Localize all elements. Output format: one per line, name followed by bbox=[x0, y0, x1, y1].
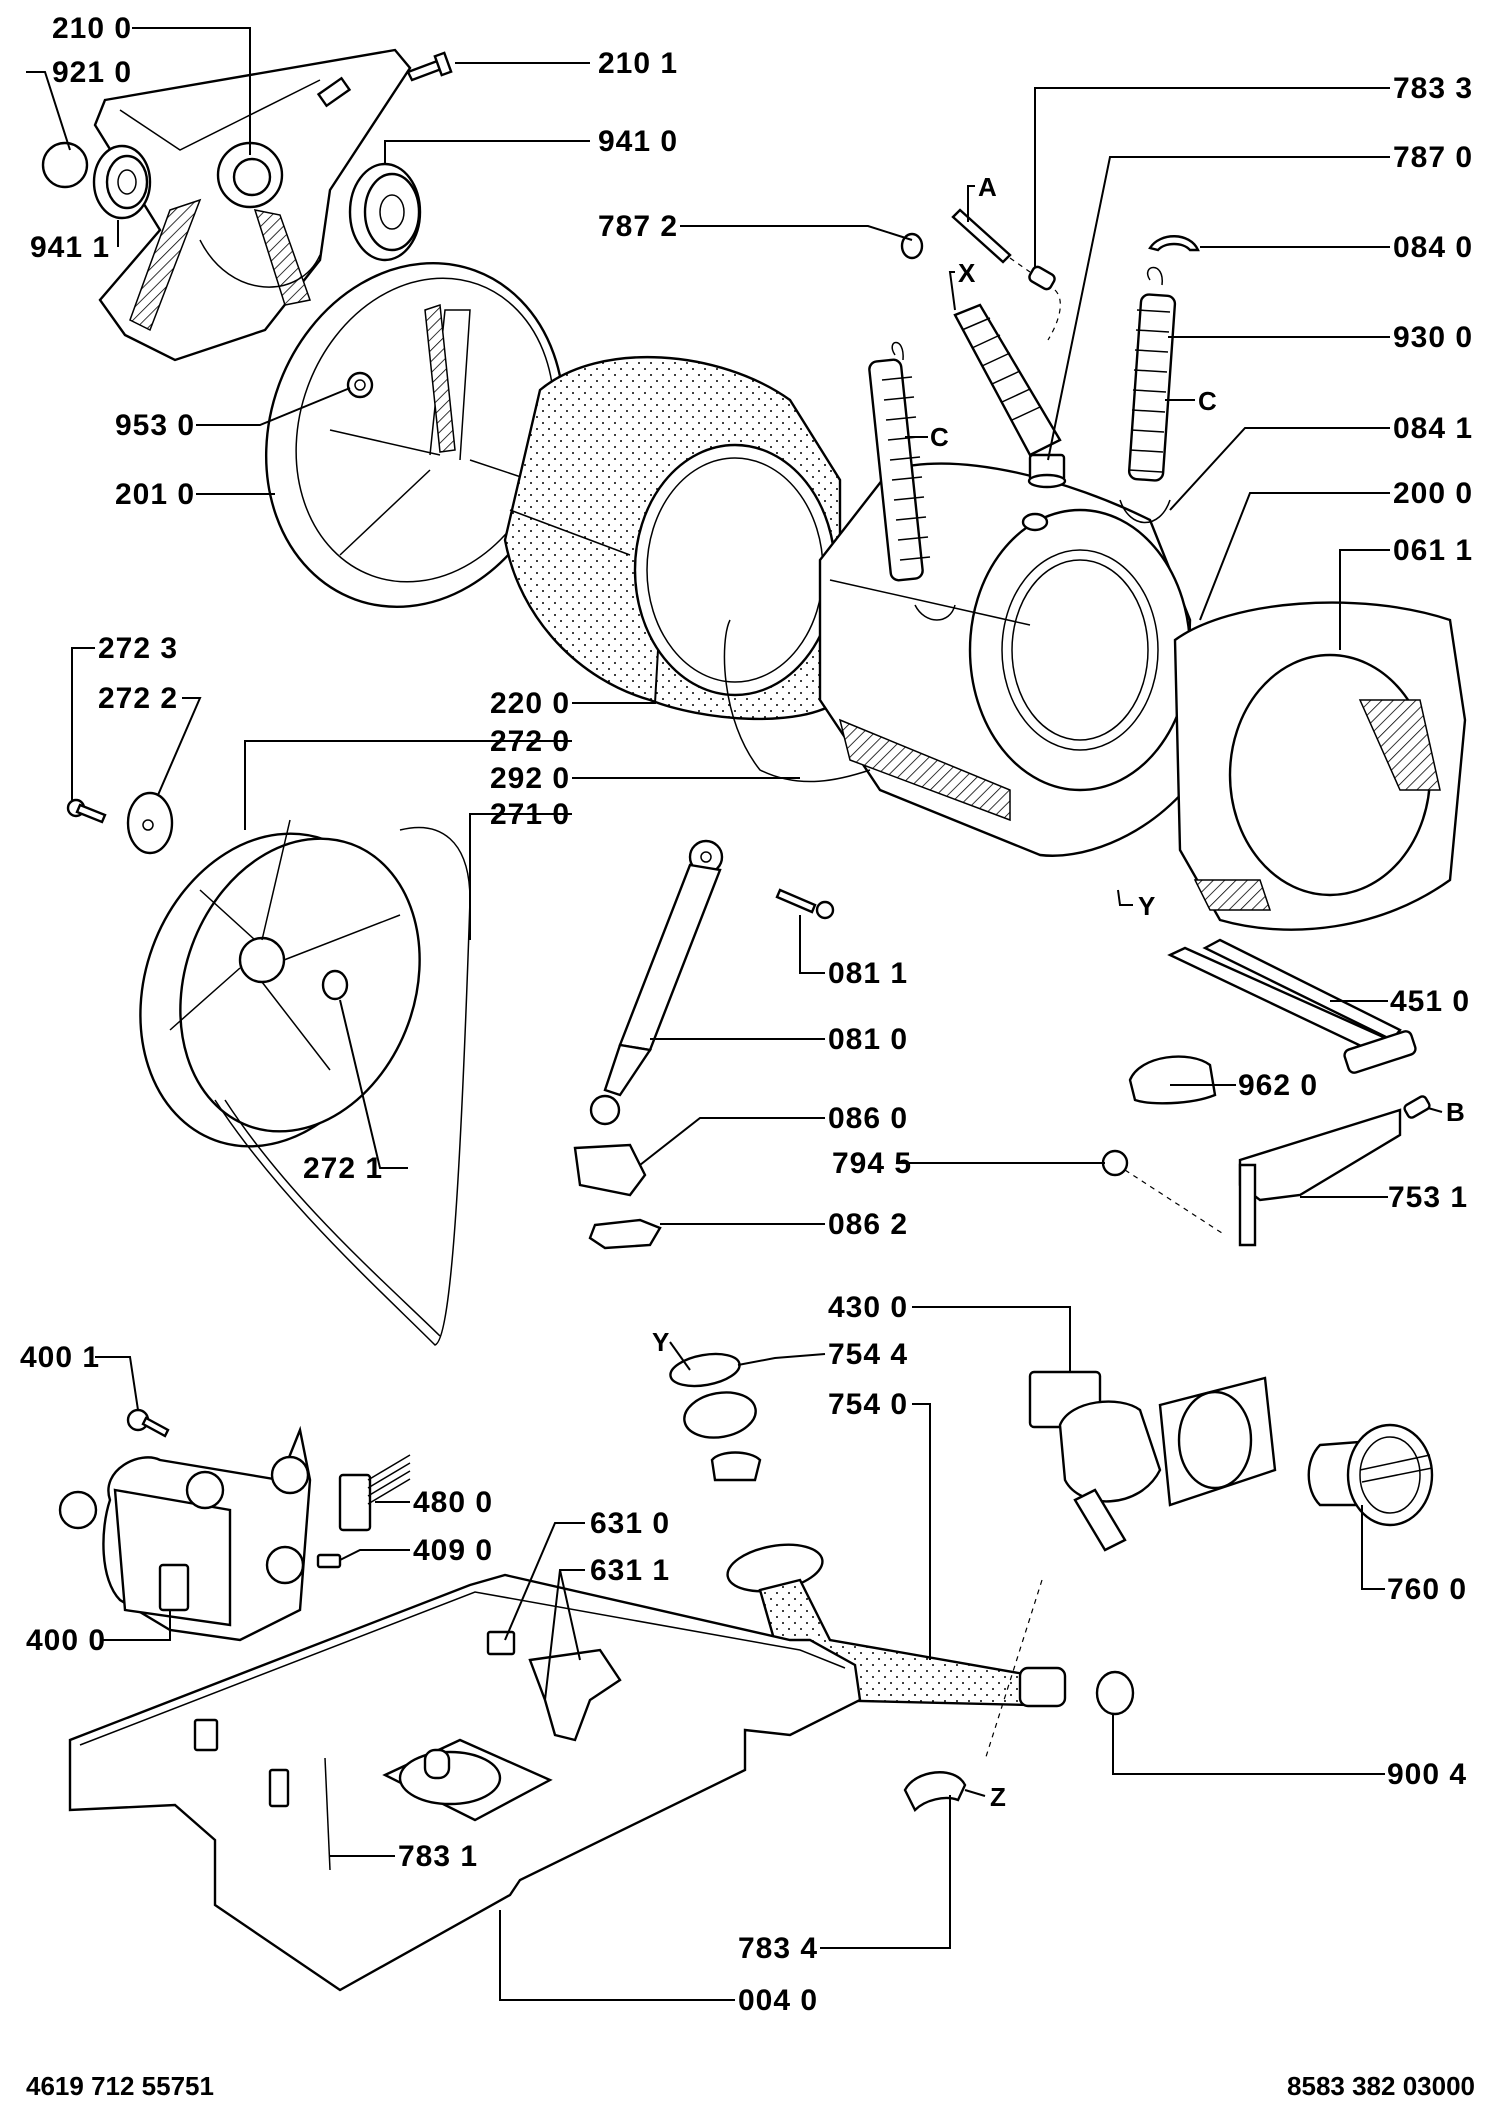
label-794-5: 794 5 bbox=[832, 1147, 912, 1180]
shock-absorber-part bbox=[589, 839, 724, 1126]
label-220-0: 220 0 bbox=[490, 687, 570, 720]
pump-filter-part bbox=[1307, 1423, 1434, 1527]
label-004-0: 004 0 bbox=[738, 1984, 818, 2017]
label-272-1: 272 1 bbox=[303, 1152, 383, 1185]
ref-letter-c-right: C bbox=[1198, 386, 1217, 416]
shock-bracket-part bbox=[573, 1143, 647, 1197]
base-clip-part bbox=[486, 1630, 516, 1656]
motor-connector-part bbox=[338, 1454, 411, 1532]
ntc-sensor-part bbox=[1101, 1149, 1129, 1177]
label-271-0: 271 0 bbox=[490, 798, 570, 831]
reference-letters: A X C C B Y Y Z bbox=[652, 172, 1465, 1812]
label-753-1: 753 1 bbox=[1388, 1181, 1468, 1214]
hose-clip-part bbox=[900, 232, 924, 260]
ref-letter-z: Z bbox=[990, 1782, 1006, 1812]
label-921-0: 921 0 bbox=[52, 56, 132, 89]
label-783-1: 783 1 bbox=[398, 1840, 478, 1873]
ref-letter-b: B bbox=[1446, 1097, 1465, 1127]
drain-pump-part bbox=[1028, 1370, 1277, 1552]
label-941-1: 941 1 bbox=[30, 231, 110, 264]
label-061-1: 061 1 bbox=[1393, 534, 1473, 567]
suspension-spring-left-part bbox=[868, 341, 956, 621]
hose-clamp-part bbox=[1095, 1670, 1135, 1716]
label-631-0: 631 0 bbox=[590, 1507, 670, 1540]
suspension-spring-right-part bbox=[1119, 266, 1177, 524]
label-081-1: 081 1 bbox=[828, 957, 908, 990]
label-272-0: 272 0 bbox=[490, 725, 570, 758]
pulley-hub-part bbox=[321, 969, 349, 1001]
ref-letter-c-left: C bbox=[930, 422, 949, 452]
base-hook-part bbox=[528, 1648, 622, 1742]
drive-belt-part bbox=[214, 826, 471, 1346]
motor-part bbox=[58, 1425, 312, 1642]
label-760-0: 760 0 bbox=[1387, 1573, 1467, 1606]
label-754-0: 754 0 bbox=[828, 1388, 908, 1421]
label-081-0: 081 0 bbox=[828, 1023, 908, 1056]
ref-letter-y-tub: Y bbox=[1138, 891, 1155, 921]
label-272-3: 272 3 bbox=[98, 632, 178, 665]
label-930-0: 930 0 bbox=[1393, 321, 1473, 354]
label-953-0: 953 0 bbox=[115, 409, 195, 442]
label-941-0: 941 0 bbox=[598, 125, 678, 158]
label-084-0: 084 0 bbox=[1393, 231, 1473, 264]
pulley-washer-part bbox=[126, 791, 174, 855]
label-400-1: 400 1 bbox=[20, 1341, 100, 1374]
rear-tub-part bbox=[264, 262, 591, 608]
bearing-large-part bbox=[348, 162, 422, 262]
label-900-4: 900 4 bbox=[1387, 1758, 1467, 1791]
drum-pulley-part bbox=[139, 819, 421, 1148]
label-451-0: 451 0 bbox=[1390, 985, 1470, 1018]
base-plate-part bbox=[68, 1573, 862, 1992]
footer-document-code-left: 4619 712 55751 bbox=[26, 2071, 214, 2101]
drum-spider-part bbox=[93, 48, 412, 362]
heater-seal-part bbox=[1128, 1055, 1217, 1105]
screw-part bbox=[406, 51, 453, 82]
motor-screw-part bbox=[126, 1408, 170, 1438]
label-086-0: 086 0 bbox=[828, 1102, 908, 1135]
label-210-0: 210 0 bbox=[52, 12, 132, 45]
shock-clip-part bbox=[588, 1218, 662, 1250]
label-631-1: 631 1 bbox=[590, 1554, 670, 1587]
ref-letter-a: A bbox=[978, 172, 997, 202]
ref-letter-y-hose: Y bbox=[652, 1327, 669, 1357]
label-754-4: 754 4 bbox=[828, 1338, 908, 1371]
label-086-2: 086 2 bbox=[828, 1208, 908, 1241]
part-labels: 210 0 921 0 941 1 210 1 941 0 787 2 953 … bbox=[20, 12, 1473, 2017]
label-400-0: 400 0 bbox=[26, 1624, 106, 1657]
leader-lines bbox=[26, 27, 1443, 2001]
small-hose-part bbox=[903, 1771, 967, 1813]
tub-wire-part bbox=[723, 619, 871, 783]
outer-tub-part bbox=[818, 462, 1192, 857]
label-783-4: 783 4 bbox=[738, 1932, 818, 1965]
heating-element-part bbox=[1167, 938, 1417, 1074]
motor-plug-part bbox=[316, 1553, 342, 1569]
bellows-hose-part bbox=[953, 303, 1067, 489]
label-201-0: 201 0 bbox=[115, 478, 195, 511]
label-200-0: 200 0 bbox=[1393, 477, 1473, 510]
pulley-bolt-part bbox=[66, 798, 107, 824]
pipe-a-part bbox=[951, 208, 1012, 264]
label-430-0: 430 0 bbox=[828, 1291, 908, 1324]
label-210-1: 210 1 bbox=[598, 47, 678, 80]
hose-connector-part bbox=[1028, 265, 1056, 291]
ref-letter-x: X bbox=[958, 258, 976, 288]
label-272-2: 272 2 bbox=[98, 682, 178, 715]
label-409-0: 409 0 bbox=[413, 1534, 493, 1567]
circlip-part bbox=[41, 141, 89, 189]
label-787-0: 787 0 bbox=[1393, 141, 1473, 174]
inner-drum-part bbox=[503, 355, 842, 721]
label-084-1: 084 1 bbox=[1393, 412, 1473, 445]
bearing-small-part bbox=[92, 144, 152, 220]
label-962-0: 962 0 bbox=[1238, 1069, 1318, 1102]
level-tube-part bbox=[1238, 1095, 1431, 1247]
footer-document-code-right: 8583 382 03000 bbox=[1287, 2071, 1475, 2101]
label-480-0: 480 0 bbox=[413, 1486, 493, 1519]
spring-hook-part bbox=[1148, 235, 1200, 252]
counterweight-ring-part bbox=[1173, 601, 1467, 931]
label-787-2: 787 2 bbox=[598, 210, 678, 243]
shock-bolt-part bbox=[775, 888, 835, 920]
label-292-0: 292 0 bbox=[490, 762, 570, 795]
label-783-3: 783 3 bbox=[1393, 72, 1473, 105]
